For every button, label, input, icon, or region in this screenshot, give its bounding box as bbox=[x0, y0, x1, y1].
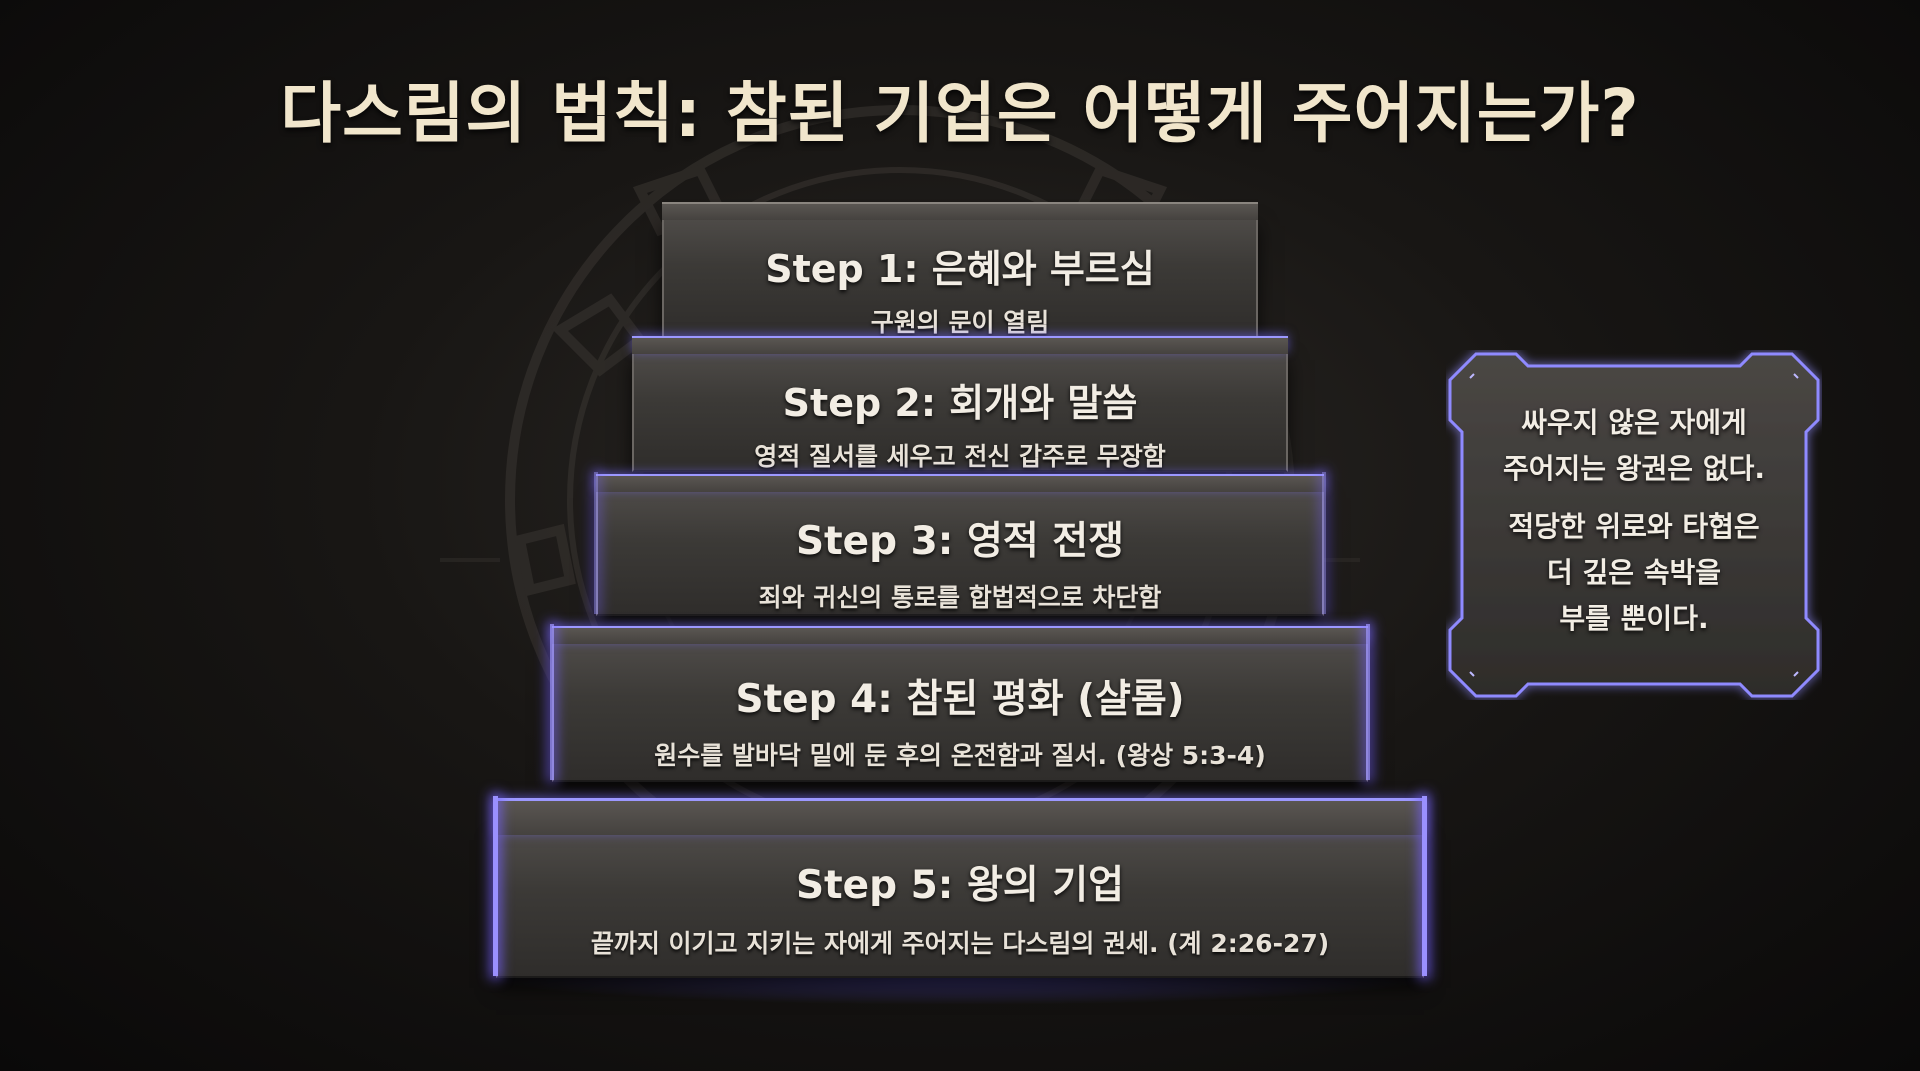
step-4-left-glow bbox=[550, 624, 554, 780]
note-line: 더 깊은 속박을 bbox=[1546, 556, 1722, 589]
step-5-floor-glow bbox=[470, 975, 1450, 1005]
step-1-block: Step 1: 은혜와 부르심 구원의 문이 열림 bbox=[662, 202, 1258, 338]
step-3-block: Step 3: 영적 전쟁 죄와 귀신의 통로를 합법적으로 차단함 bbox=[594, 472, 1326, 616]
step-5-title: Step 5: 왕의 기업 bbox=[795, 863, 1125, 908]
step-2-block: Step 2: 회개와 말씀 영적 질서를 세우고 전신 갑주로 무장함 bbox=[632, 336, 1288, 472]
step-2-title: Step 2: 회개와 말씀 bbox=[782, 381, 1138, 425]
note-frame-icon bbox=[1448, 352, 1820, 698]
step-4-block: Step 4: 참된 평화 (샬롬) 원수를 발바닥 밑에 둔 후의 온전함과 … bbox=[550, 624, 1370, 782]
note-paragraph-1: 싸우지 않은 자에게 주어지는 왕권은 없다. bbox=[1466, 400, 1802, 492]
step-3-right-glow bbox=[1322, 472, 1326, 614]
step-4-subtitle: 원수를 발바닥 밑에 둔 후의 온전함과 질서. (왕상 5:3-4) bbox=[654, 741, 1266, 770]
note-line: 부를 뿐이다. bbox=[1559, 602, 1709, 635]
note-line: 적당한 위로와 타협은 bbox=[1508, 510, 1760, 543]
note-panel: 싸우지 않은 자에게 주어지는 왕권은 없다. 적당한 위로와 타협은 더 깊은… bbox=[1446, 350, 1822, 700]
step-1-subtitle: 구원의 문이 열림 bbox=[870, 308, 1050, 337]
step-5-subtitle: 끝까지 이기고 지키는 자에게 주어지는 다스림의 권세. (계 2:26-27… bbox=[590, 929, 1330, 958]
step-4-right-glow bbox=[1366, 624, 1370, 780]
step-3-top-face bbox=[596, 474, 1324, 492]
step-5-block: Step 5: 왕의 기업 끝까지 이기고 지키는 자에게 주어지는 다스림의 … bbox=[493, 796, 1427, 978]
step-3-left-glow bbox=[594, 472, 598, 614]
note-line: 싸우지 않은 자에게 bbox=[1521, 406, 1747, 439]
step-1-title: Step 1: 은혜와 부르심 bbox=[765, 247, 1155, 291]
step-5-left-glow bbox=[493, 796, 498, 976]
note-paragraph-2: 적당한 위로와 타협은 더 깊은 속박을 부를 뿐이다. bbox=[1466, 504, 1802, 642]
note-line: 주어지는 왕권은 없다. bbox=[1503, 452, 1765, 485]
step-3-title: Step 3: 영적 전쟁 bbox=[795, 519, 1125, 564]
page-title: 다스림의 법칙: 참된 기업은 어떻게 주어지는가? bbox=[280, 75, 1640, 152]
step-2-subtitle: 영적 질서를 세우고 전신 갑주로 무장함 bbox=[754, 442, 1166, 471]
step-3-subtitle: 죄와 귀신의 통로를 합법적으로 차단함 bbox=[758, 583, 1162, 612]
step-1-top-face bbox=[662, 202, 1258, 220]
step-4-top-face bbox=[552, 626, 1368, 644]
step-4-title: Step 4: 참된 평화 (샬롬) bbox=[735, 677, 1185, 722]
step-5-top-face bbox=[496, 798, 1424, 835]
step-2-top-face bbox=[632, 336, 1288, 354]
step-5-right-glow bbox=[1422, 796, 1427, 976]
